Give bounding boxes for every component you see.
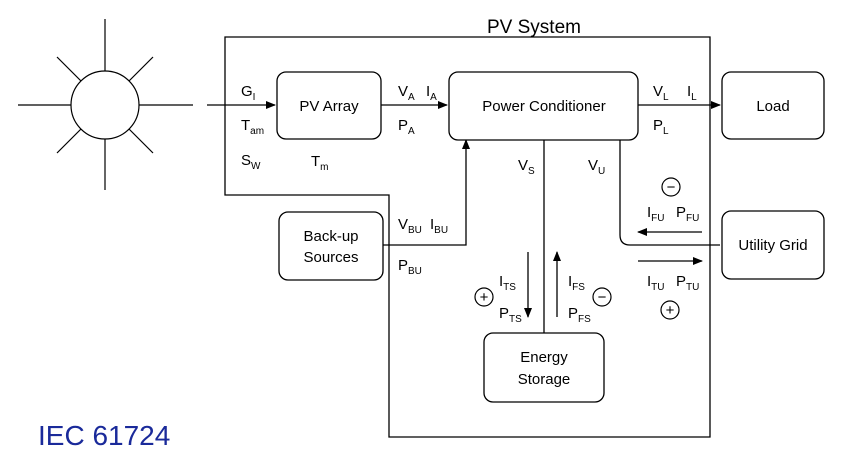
label-v-s: VS (518, 157, 535, 177)
backup-label-line1: Back-up (303, 228, 358, 245)
plus-sign-storage-icon: + (474, 287, 494, 307)
label-t-m: Tm (311, 153, 329, 173)
label-g-i: GI (241, 83, 255, 103)
label-i-l: IL (687, 83, 697, 103)
backup-feed-arrow (383, 139, 470, 246)
load-label: Load (756, 98, 789, 115)
label-v-u: VU (588, 157, 605, 177)
svg-text:−: − (598, 289, 607, 306)
label-t-am: Tam (241, 117, 264, 137)
label-i-bu: IBU (430, 216, 448, 236)
label-v-a: VA (398, 83, 415, 103)
pv-system-boundary (224, 36, 711, 438)
load-block: Load (721, 71, 825, 140)
label-p-a: PA (398, 117, 415, 137)
label-i-ts: ITS (499, 273, 516, 293)
pv-array-block: PV Array (276, 71, 382, 140)
energy-storage-block: Energy Storage (483, 332, 605, 403)
label-v-bu: VBU (398, 216, 422, 236)
label-i-fs: IFS (568, 273, 585, 293)
svg-text:+: + (666, 302, 675, 319)
utility-grid-block: Utility Grid (721, 210, 825, 280)
grid-link-line (619, 140, 720, 246)
storage-label-line1: Energy (520, 349, 568, 366)
label-v-l: VL (653, 83, 669, 103)
power-conditioner-label: Power Conditioner (482, 98, 605, 115)
svg-text:+: + (480, 289, 489, 306)
power-conditioner-block: Power Conditioner (448, 71, 639, 141)
minus-sign-grid-icon: − (661, 177, 681, 197)
pv-array-label: PV Array (299, 98, 359, 115)
plus-sign-grid-icon: + (660, 300, 680, 320)
svg-text:−: − (667, 179, 676, 196)
backup-label-line2: Sources (303, 249, 358, 266)
label-p-bu: PBU (398, 257, 422, 277)
label-p-fs: PFS (568, 305, 591, 325)
label-p-tu: PTU (676, 273, 699, 293)
storage-label-line2: Storage (518, 371, 571, 388)
pv-system-title: PV System (487, 17, 581, 38)
label-s-w: SW (241, 152, 261, 172)
label-i-fu: IFU (647, 204, 665, 224)
backup-sources-block: Back-up Sources (278, 211, 384, 281)
label-p-fu: PFU (676, 204, 699, 224)
label-p-ts: PTS (499, 305, 522, 325)
label-i-a: IA (426, 83, 437, 103)
label-i-tu: ITU (647, 273, 665, 293)
label-p-l: PL (653, 117, 669, 137)
sun-icon (18, 19, 193, 190)
standard-label: IEC 61724 (38, 420, 170, 451)
minus-sign-storage-icon: − (592, 287, 612, 307)
utility-grid-label: Utility Grid (738, 237, 807, 254)
